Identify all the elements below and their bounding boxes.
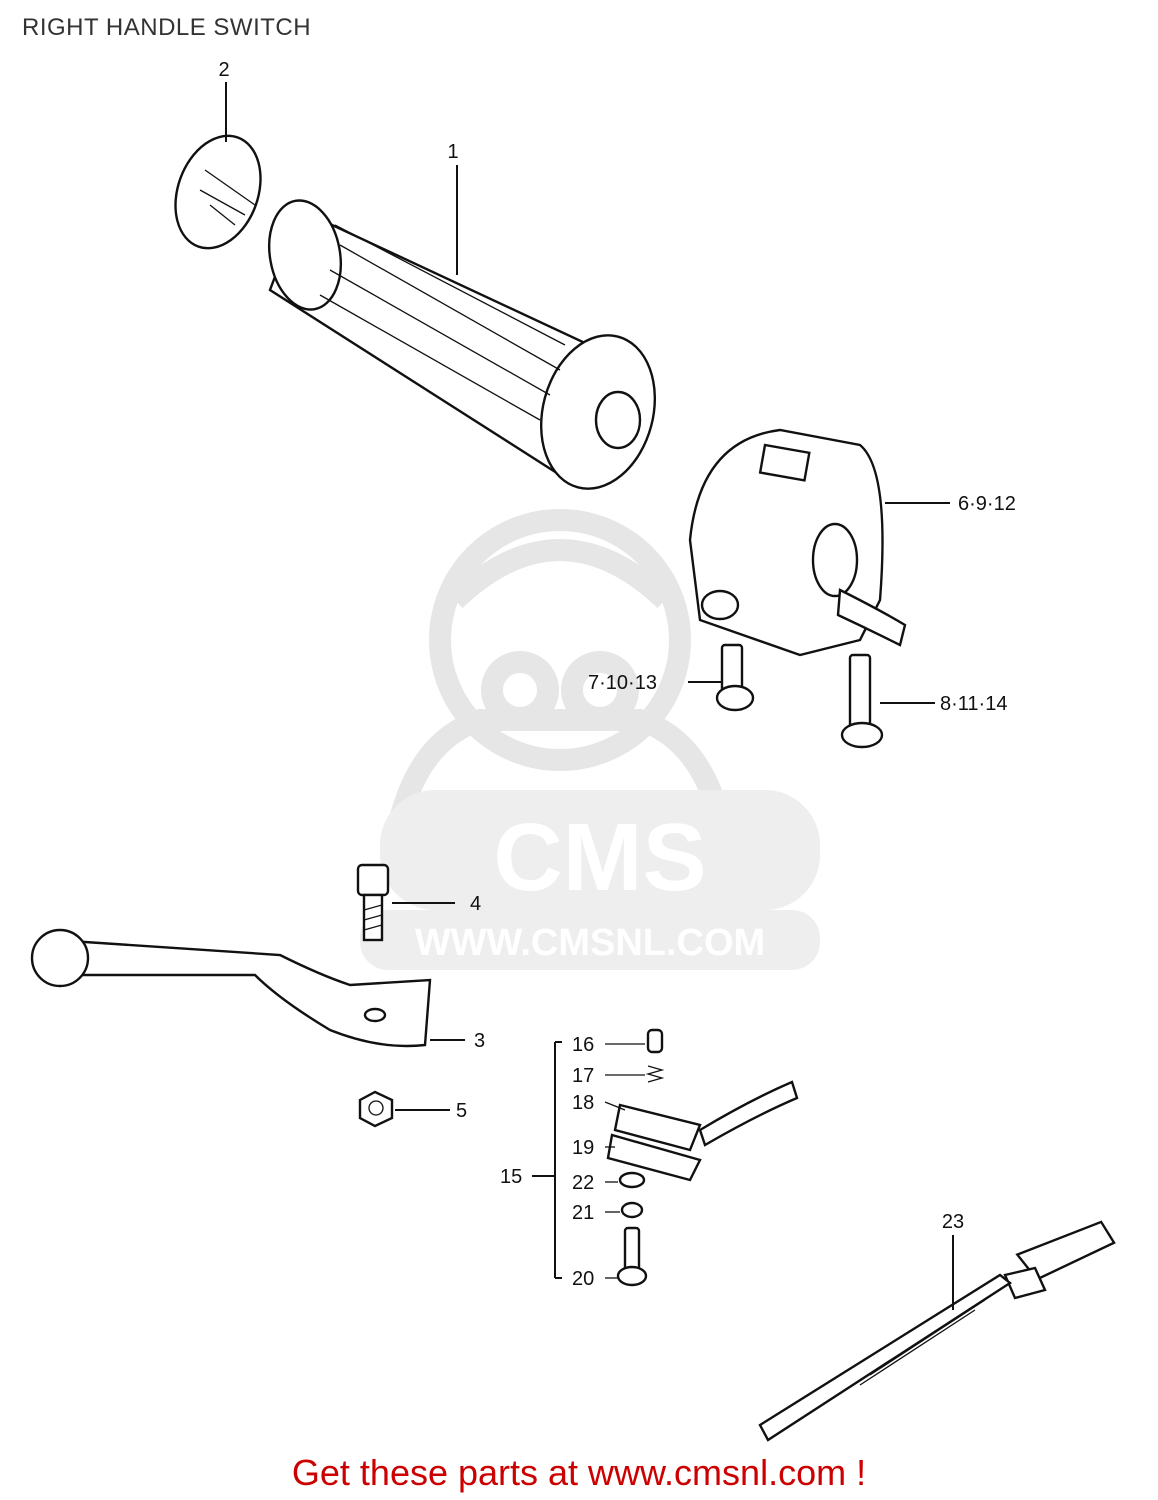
- cms-mascot-logo-icon: [389, 509, 731, 823]
- part-6-switch-housing: [688, 428, 950, 657]
- part-23-cable-tie: [758, 1220, 1116, 1442]
- part-1-throttle-grip: [268, 165, 657, 490]
- part-15-brake-switch-assembly: [532, 1028, 799, 1287]
- part-5-nut: [358, 1090, 450, 1128]
- callout-7-10-13: 7·10·13: [588, 672, 657, 694]
- callout-23: 23: [942, 1211, 964, 1233]
- callout-15: 15: [500, 1166, 522, 1188]
- callout-22: 22: [572, 1172, 594, 1194]
- callout-19: 19: [572, 1137, 594, 1159]
- part-3-brake-lever: [30, 928, 465, 1048]
- callout-21: 21: [572, 1202, 594, 1224]
- callout-17: 17: [572, 1065, 594, 1087]
- footer-parts-link[interactable]: Get these parts at www.cmsnl.com !: [291, 1452, 867, 1493]
- cms-watermark: CMS WWW.CMSNL.COM: [360, 509, 820, 970]
- watermark-url: WWW.CMSNL.COM: [415, 922, 765, 964]
- callout-5: 5: [456, 1100, 467, 1122]
- callout-labels: 2 1 6·9·12 7·10·13 8·11·14 4 3 5 15 16 1…: [218, 59, 1015, 1290]
- part-2-grip-end-cap: [174, 82, 262, 250]
- callout-6-9-12: 6·9·12: [958, 493, 1016, 515]
- callout-16: 16: [572, 1034, 594, 1056]
- callout-4: 4: [470, 893, 481, 915]
- callout-3: 3: [474, 1030, 485, 1052]
- callout-8-11-14: 8·11·14: [940, 693, 1007, 715]
- callout-18: 18: [572, 1092, 594, 1114]
- part-8-screw: [840, 653, 935, 749]
- callout-1: 1: [447, 141, 458, 163]
- part-4-pivot-bolt: [356, 863, 455, 942]
- page-title: RIGHT HANDLE SWITCH: [22, 14, 312, 41]
- callout-2: 2: [218, 59, 229, 81]
- watermark-brand: CMS: [493, 804, 706, 911]
- part-7-screw: [688, 643, 755, 712]
- callout-20: 20: [572, 1268, 594, 1290]
